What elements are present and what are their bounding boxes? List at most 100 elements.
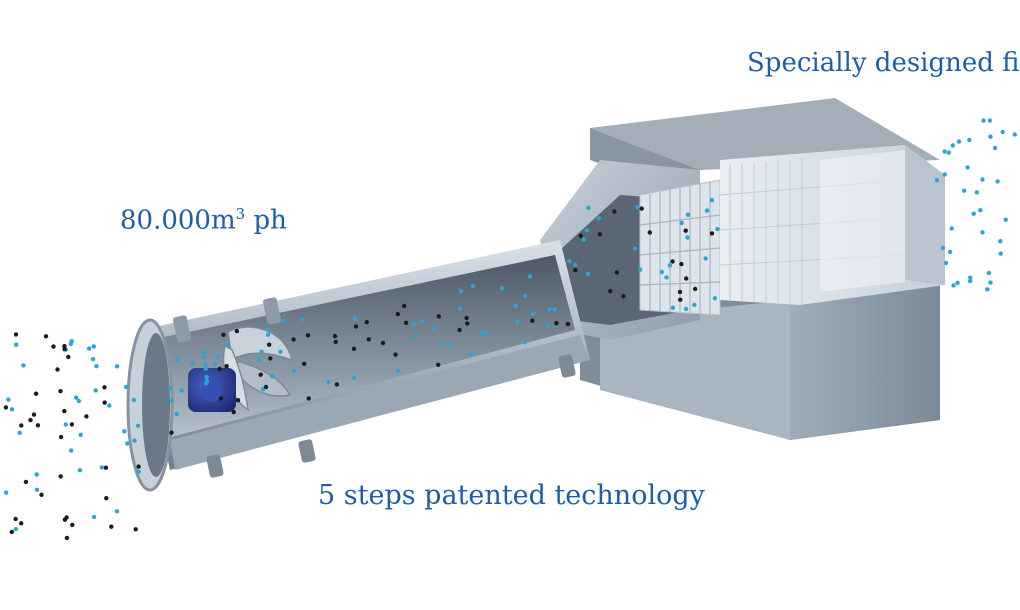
particle [670,305,676,310]
particle [581,237,586,242]
particle [23,479,29,485]
particle [76,398,82,404]
particle [440,341,445,346]
filter-label: Specially designed filter [747,48,1020,78]
particle [530,311,536,316]
particle [465,321,470,326]
particle [683,306,689,312]
particle [190,360,195,366]
particle [13,332,19,337]
flow-rate-superscript: 3 [235,205,246,223]
particle [523,293,528,299]
particle [94,364,99,369]
particle [87,346,92,351]
particle [974,190,979,195]
particle [203,366,208,371]
particle [955,280,960,285]
particle [998,251,1003,256]
particle [934,178,940,183]
particle [3,405,9,410]
particle [612,209,617,214]
particle [1000,129,1005,135]
particle [565,321,571,327]
particle [281,318,286,324]
particle [464,315,469,321]
particle [667,263,673,268]
particle [395,311,400,317]
particle [17,430,22,435]
particle [638,267,643,272]
particle [685,212,691,217]
particle [62,408,67,414]
particle [125,441,130,446]
particle [332,333,338,339]
particle [411,322,417,327]
particle [204,374,209,380]
particle [547,307,552,312]
particle [224,364,229,369]
particle [64,535,70,541]
particle [102,385,107,390]
particle [265,332,271,337]
particle [457,306,463,311]
motor-icon [188,368,236,412]
particle [985,287,990,292]
particle [693,286,698,292]
particle [218,396,224,401]
particle [69,448,74,453]
particle [34,472,39,477]
particle [499,286,505,291]
particle [107,403,112,408]
particle [965,165,970,170]
particle [380,340,386,346]
particle [91,514,97,520]
particle [596,216,601,221]
particle [597,232,603,237]
particle [608,289,613,294]
particle [457,327,462,333]
particle [169,430,174,435]
particle [659,269,665,275]
particle [9,407,15,412]
particle [968,275,973,280]
particle [403,320,409,325]
particle [992,145,998,151]
particle [962,188,967,193]
particle [179,388,184,393]
particle [546,323,551,328]
particle [947,249,953,255]
particle [1012,132,1017,137]
particle [68,341,74,346]
particle [132,438,137,443]
particle [217,366,222,372]
particle [670,259,675,264]
particle [202,354,207,359]
particle [352,316,358,321]
particle [527,274,533,279]
particle [436,362,441,367]
particle [291,337,296,342]
flow-rate-unit: ph [245,205,287,236]
particle [685,235,690,240]
particle [712,296,718,301]
particle [300,317,305,322]
particle [470,283,475,289]
particle [104,496,109,501]
particle [709,231,715,236]
particle [395,368,401,374]
particle [943,260,949,266]
particle [326,379,331,385]
particle [946,150,951,155]
particle [77,468,83,473]
particle [393,352,398,357]
particle [530,318,535,323]
particle [684,276,689,281]
particle [13,526,18,532]
particle [9,529,14,535]
particle [201,350,207,355]
particle [174,411,179,417]
particle [34,487,40,492]
particle [58,434,64,440]
particle [234,328,240,334]
particle [413,334,418,339]
